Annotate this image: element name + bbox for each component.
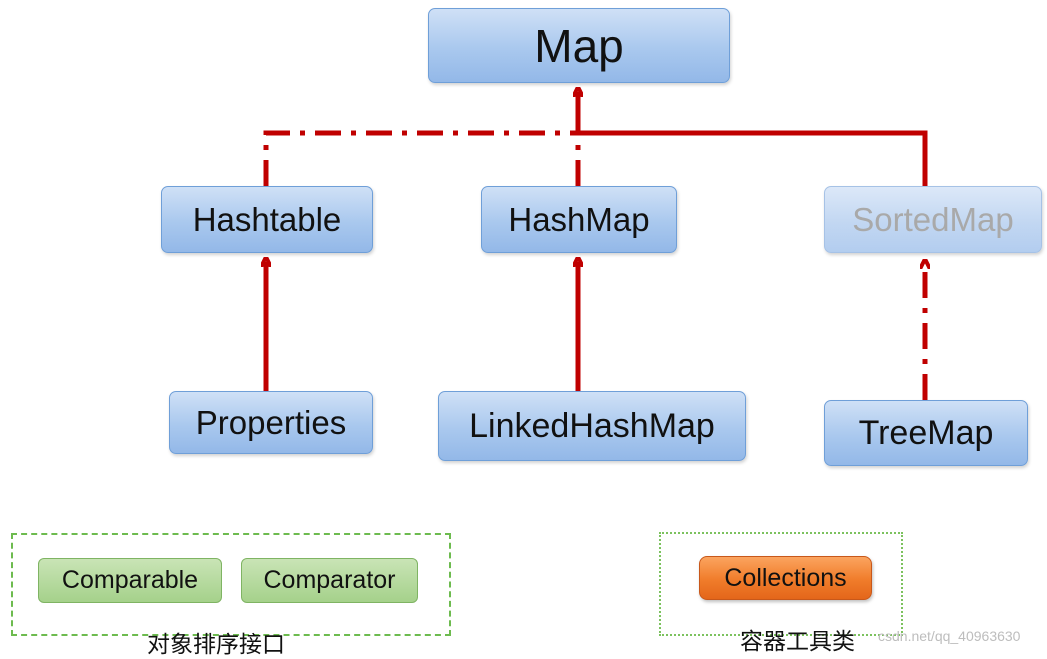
edge-hashtable-to-map bbox=[263, 130, 578, 186]
comparator-box: Comparator bbox=[241, 558, 418, 603]
node-hashtable: Hashtable bbox=[161, 186, 373, 253]
node-sortedmap: SortedMap bbox=[824, 186, 1042, 253]
node-linkedhashmap: LinkedHashMap bbox=[438, 391, 746, 461]
edge-sortedmap-to-map bbox=[578, 92, 928, 186]
node-treemap: TreeMap bbox=[824, 400, 1028, 466]
sort-group-caption: 对象排序接口 bbox=[147, 632, 285, 658]
collections-box: Collections bbox=[699, 556, 872, 600]
node-hashmap: HashMap bbox=[481, 186, 677, 253]
comparable-box: Comparable bbox=[38, 558, 222, 603]
watermark-text: csdn.net/qq_40963630 bbox=[878, 628, 1021, 644]
container-utility-group bbox=[659, 532, 903, 636]
node-properties: Properties bbox=[169, 391, 373, 454]
util-group-caption: 容器工具类 bbox=[740, 629, 855, 655]
node-map: Map bbox=[428, 8, 730, 83]
sort-interfaces-group bbox=[11, 533, 451, 636]
